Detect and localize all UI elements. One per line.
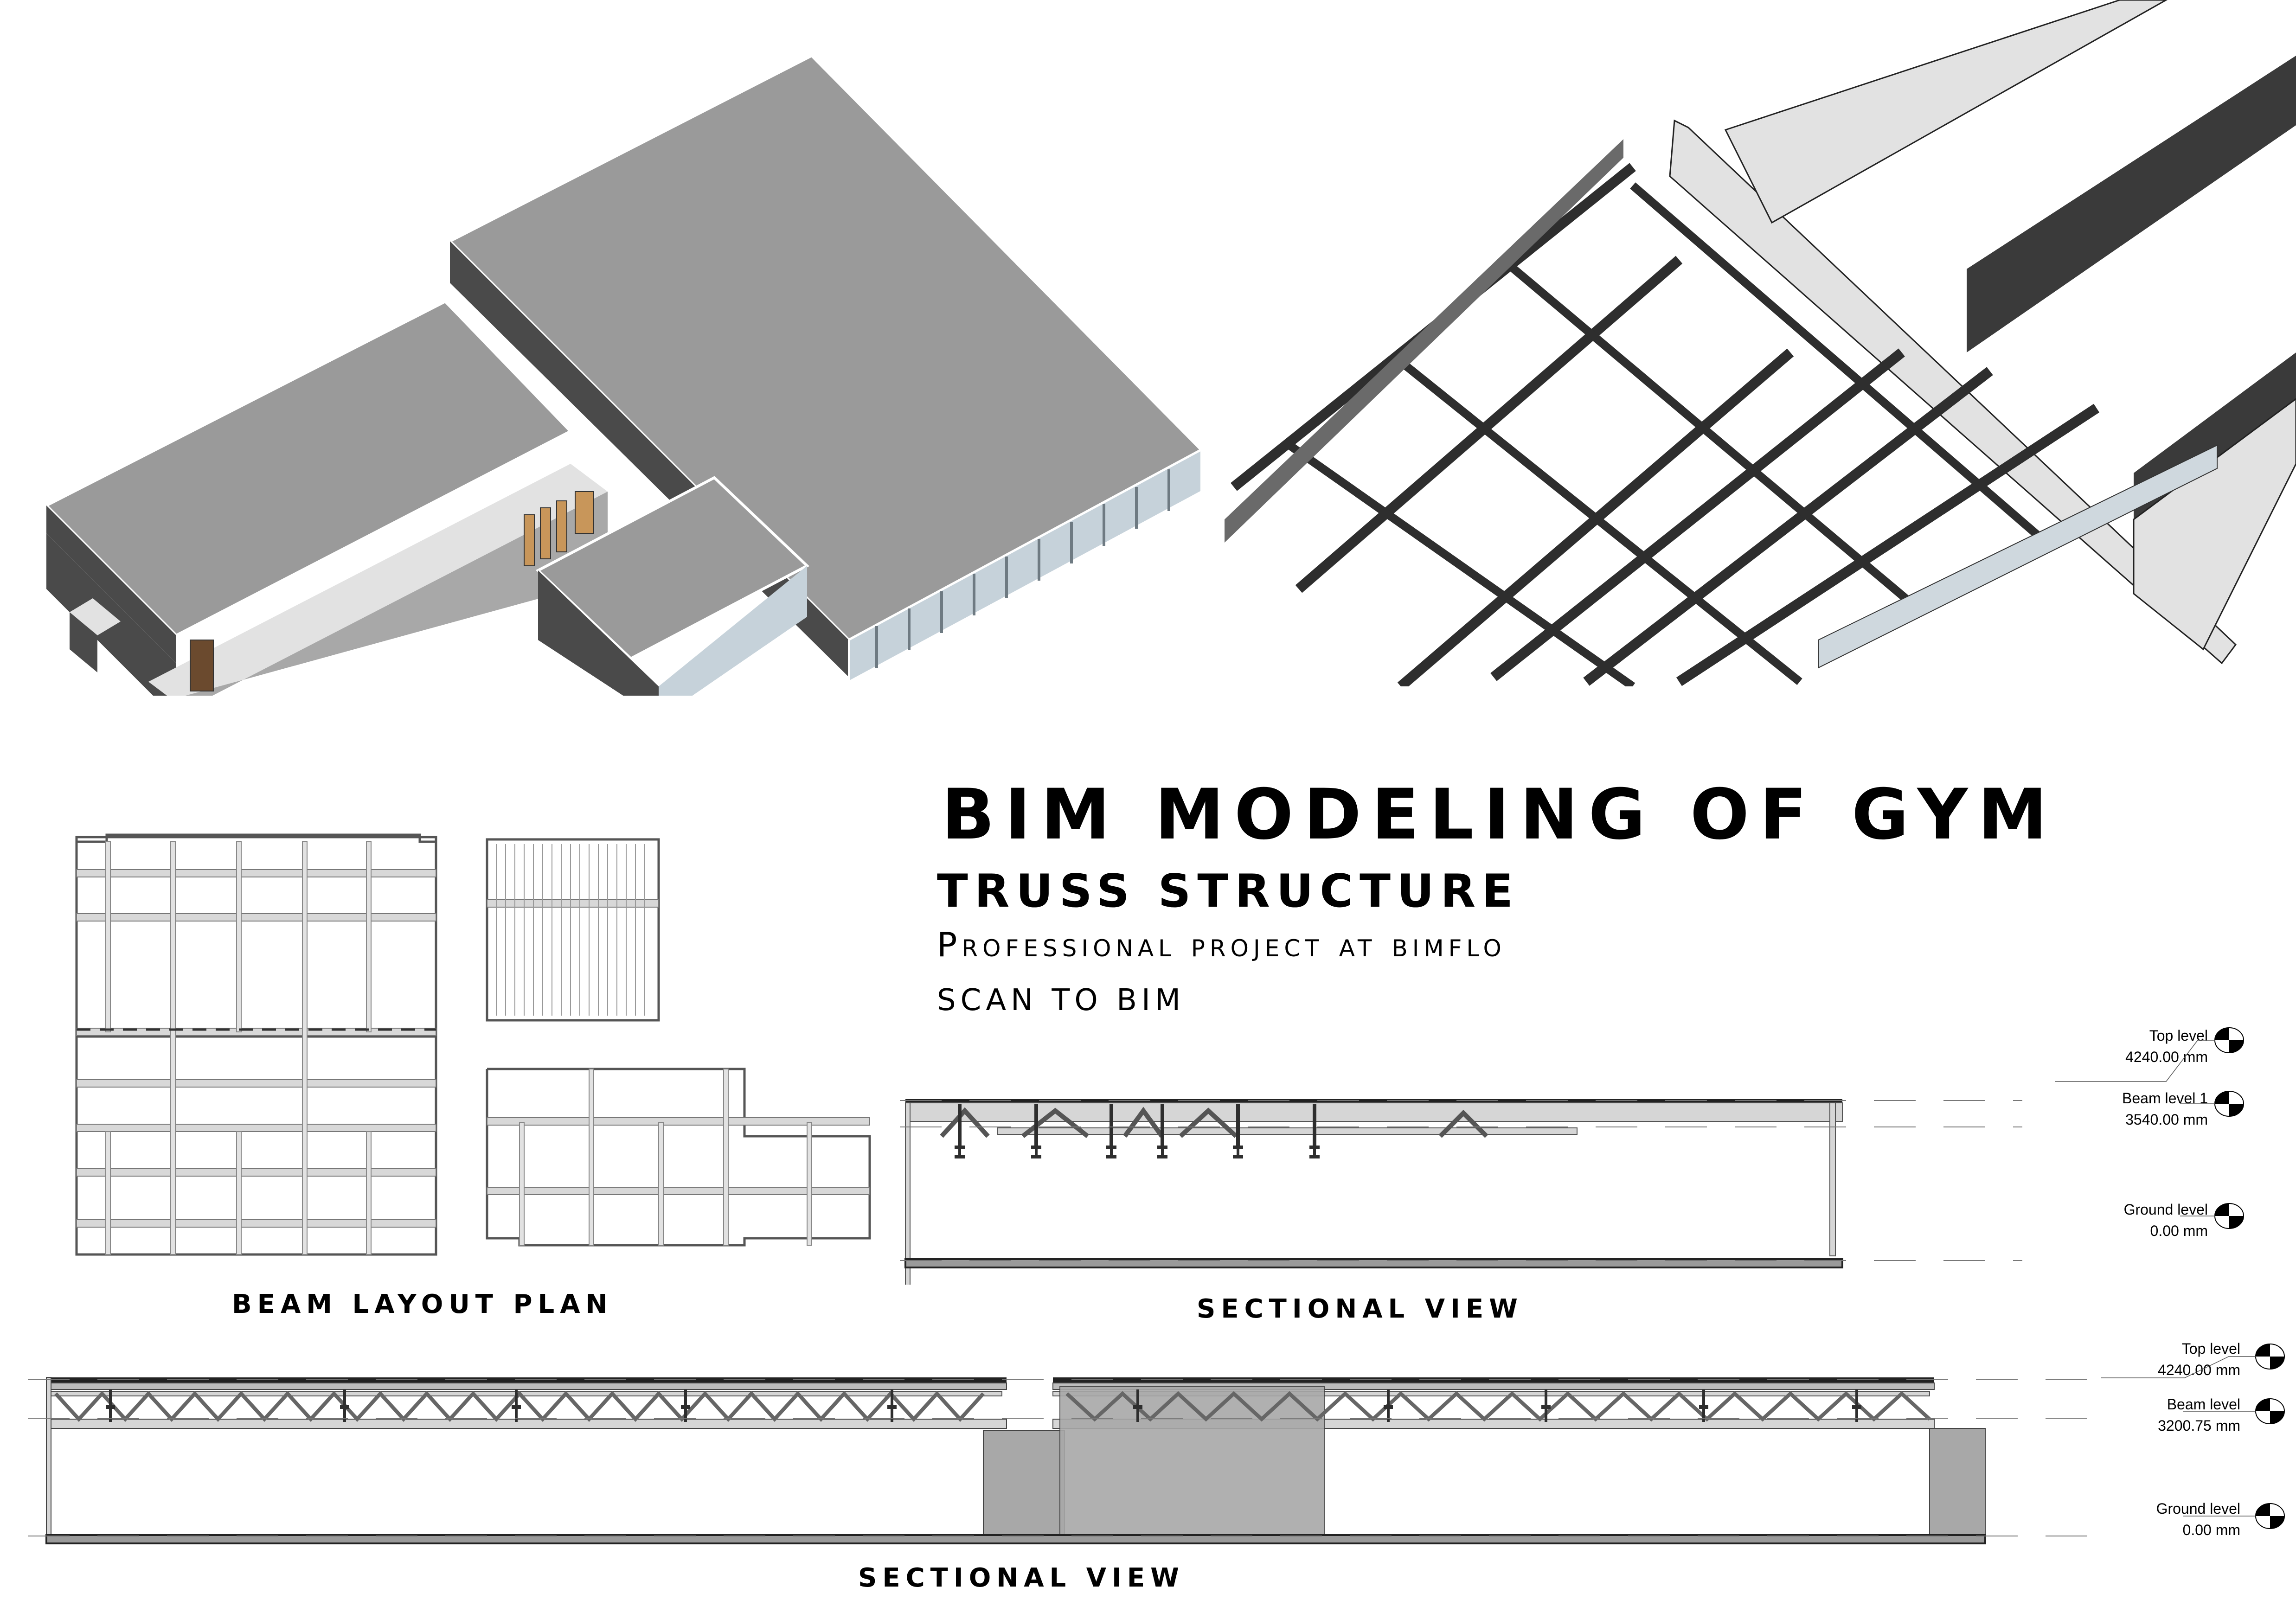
beam-plan-drawing bbox=[75, 833, 871, 1256]
level-beam: Beam level 1 3540.00 mm bbox=[2041, 1088, 2208, 1131]
project-credit: Professional project at bimflo bbox=[937, 925, 1506, 964]
beam-layout-plan-caption: BEAM LAYOUT PLAN bbox=[232, 1289, 613, 1319]
section-1-levels: Top level 4240.00 mm Beam level 1 3540.0… bbox=[2041, 997, 2296, 1299]
level-elevation: 0.00 mm bbox=[2150, 1222, 2208, 1240]
sheet-title: BIM MODELING OF GYM bbox=[942, 774, 2058, 855]
section-1-drawing bbox=[900, 1099, 2022, 1285]
level-ground: Ground level 0.00 mm bbox=[2087, 1498, 2240, 1541]
truss-framing-drawing bbox=[1225, 0, 2296, 686]
sheet-subtitle: TRUSS STRUCTURE bbox=[937, 865, 1520, 918]
level-name: Ground level bbox=[2156, 1500, 2240, 1517]
level-elevation: 4240.00 mm bbox=[2158, 1362, 2240, 1379]
level-marker-icons bbox=[2055, 1027, 2244, 1229]
level-marker-icons bbox=[2101, 1344, 2285, 1529]
isometric-truss-view bbox=[1215, 0, 2296, 686]
level-elevation: 3540.00 mm bbox=[2125, 1111, 2208, 1128]
level-ground: Ground level 0.00 mm bbox=[2041, 1199, 2208, 1242]
level-name: Beam level bbox=[2167, 1396, 2240, 1413]
level-elevation: 0.00 mm bbox=[2182, 1522, 2240, 1539]
level-name: Ground level bbox=[2123, 1201, 2208, 1218]
beam-layout-plan bbox=[65, 826, 900, 1271]
level-top: Top level 4240.00 mm bbox=[2087, 1338, 2240, 1381]
sectional-view-1 bbox=[900, 1076, 2022, 1285]
level-name: Top level bbox=[2181, 1340, 2240, 1357]
level-beam: Beam level 3200.75 mm bbox=[2087, 1394, 2240, 1437]
level-elevation: 4240.00 mm bbox=[2125, 1049, 2208, 1066]
isometric-building-view bbox=[28, 23, 1211, 696]
project-type: SCAN TO BIM bbox=[937, 983, 1186, 1018]
level-top: Top level 4240.00 mm bbox=[2041, 1025, 2208, 1068]
section-2-drawing bbox=[28, 1377, 2092, 1544]
level-elevation: 3200.75 mm bbox=[2158, 1417, 2240, 1434]
sectional-view-1-caption: SECTIONAL VIEW bbox=[1197, 1294, 1523, 1324]
sectional-view-2 bbox=[28, 1373, 2092, 1558]
section-2-levels: Top level 4240.00 mm Beam level 3200.75 … bbox=[2087, 1322, 2296, 1600]
level-name: Top level bbox=[2149, 1027, 2208, 1044]
building-model-drawing bbox=[44, 54, 1204, 696]
sectional-view-2-caption: SECTIONAL VIEW bbox=[858, 1563, 1185, 1593]
